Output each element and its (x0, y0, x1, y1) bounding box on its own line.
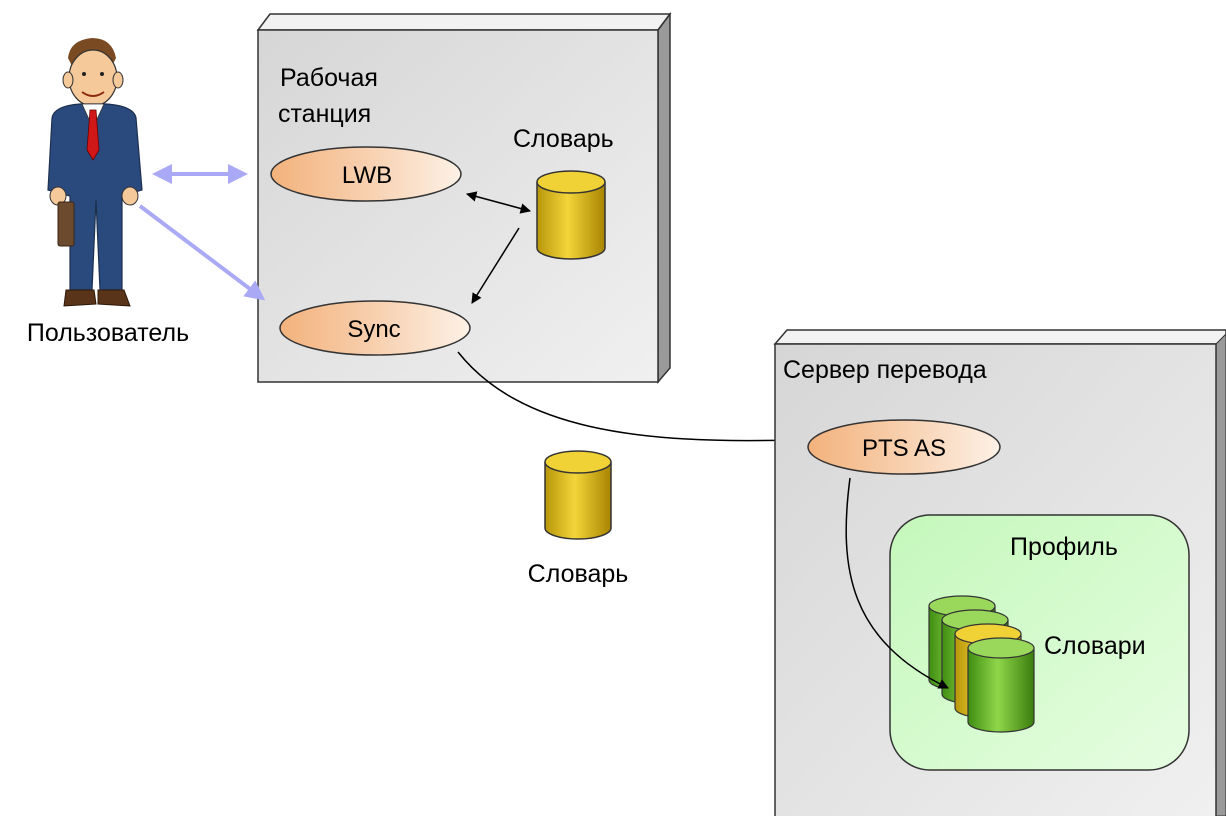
transfer-dictionary-label: Словарь (528, 560, 629, 588)
workstation-dictionary-label: Словарь (513, 125, 614, 153)
lwb-node[interactable]: LWB (270, 146, 462, 202)
lwb-dictionary-arrow (465, 191, 532, 214)
transfer-dictionary-cylinder-icon (544, 450, 612, 540)
workstation-dictionary-cylinder-icon (536, 170, 606, 260)
sync-server-arrow (457, 351, 794, 446)
pts-dictionaries-arrow (845, 477, 949, 689)
workstation-title-line1: Рабочая (280, 64, 378, 92)
lwb-label: LWB (342, 162, 392, 189)
profile-title: Профиль (1010, 533, 1118, 561)
sync-label: Sync (347, 316, 400, 343)
profile-dictionaries-label: Словари (1044, 632, 1146, 660)
pts-as-label: PTS AS (862, 435, 946, 462)
user-label: Пользователь (27, 319, 189, 347)
businessman-icon (47, 38, 143, 307)
pts-as-node[interactable]: PTS AS (807, 419, 1001, 475)
sync-node[interactable]: Sync (279, 300, 471, 356)
workstation-title-line2: станция (278, 100, 371, 128)
server-title: Сервер перевода (783, 356, 987, 384)
profile-dictionaries-stack-icon (928, 595, 1035, 733)
dictionary-sync-arrow (471, 227, 520, 304)
user-sync-arrow (138, 204, 266, 301)
